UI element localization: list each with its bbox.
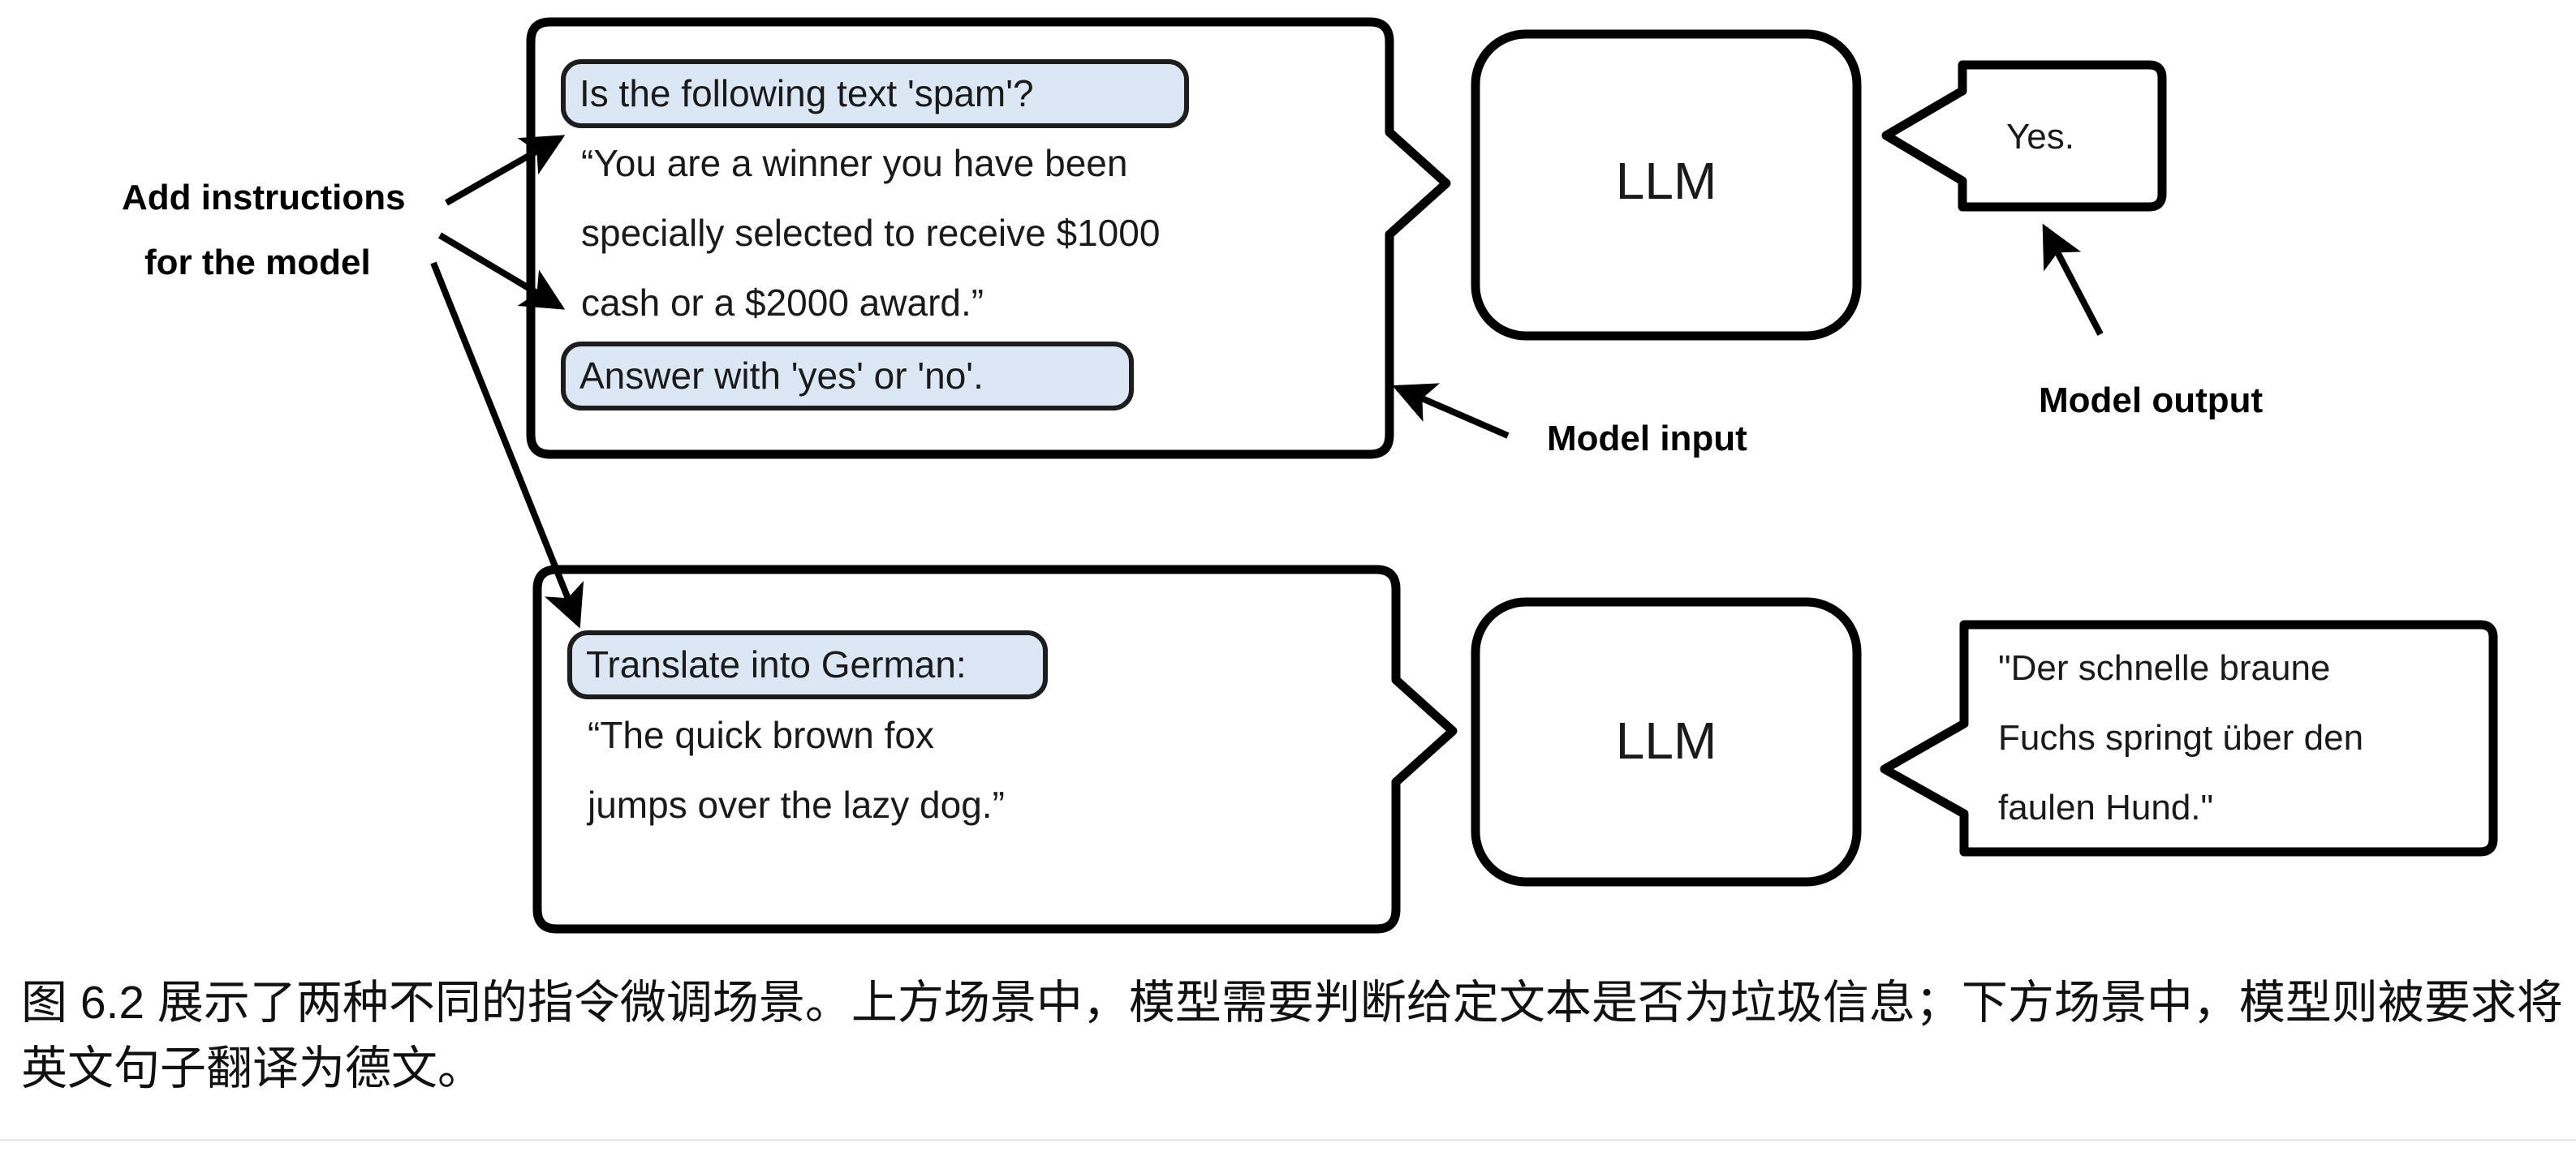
llm-box-1: LLM [1471, 29, 1862, 341]
instruction-pill-spam-question: Is the following text 'spam'? [561, 59, 1189, 128]
annotation-model-output: Model output [2039, 223, 2263, 420]
instruction-pill-answer-format-label: Answer with 'yes' or 'no'. [579, 355, 984, 397]
arrow-to-answer-format-pill [437, 232, 566, 310]
arrow-model-output [2042, 223, 2104, 336]
annotation-add-instructions: Add instructions for the model [122, 178, 406, 282]
annotation-model-input: Model input [1392, 383, 1747, 458]
figure-caption: 图 6.2 展示了两种不同的指令微调场景。上方场景中，模型需要判断给定文本是否为… [21, 977, 2563, 1094]
instruction-pill-answer-format: Answer with 'yes' or 'no'. [561, 342, 1134, 411]
output-bubble-german: "Der schnelle braune Fuchs springt über … [1880, 620, 2498, 857]
input-body-line-1: “You are a winner you have been [581, 142, 1127, 184]
instruction-pill-spam-question-label: Is the following text 'spam'? [579, 72, 1034, 114]
instruction-pill-translate: Translate into German: [567, 630, 1048, 699]
annotation-add-instructions-line-1: Add instructions [122, 178, 406, 217]
input-body-line-3: cash or a $2000 award.” [581, 282, 984, 324]
output-bubble-german-line-3: faulen Hund." [1998, 788, 2213, 827]
input2-body-line-2: jumps over the lazy dog.” [586, 784, 1005, 826]
output-bubble-german-line-1: "Der schnelle braune [1998, 648, 2330, 688]
arrow-model-input [1392, 383, 1510, 439]
annotation-add-instructions-line-2: for the model [144, 243, 371, 282]
instruction-pill-translate-label: Translate into German: [586, 643, 967, 686]
output-bubble-yes-line-1: Yes. [2006, 117, 2074, 157]
input2-body-line-1: “The quick brown fox [588, 714, 934, 756]
output-bubble-yes: Yes. [1881, 60, 2167, 212]
annotation-model-output-label: Model output [2039, 380, 2263, 420]
arrow-to-translate-pill [430, 261, 584, 629]
input-body-line-2: specially selected to receive $1000 [581, 212, 1160, 254]
llm-box-2-label: LLM [1616, 711, 1717, 770]
llm-box-2: LLM [1471, 597, 1862, 887]
arrow-to-spam-question-pill [445, 135, 566, 206]
llm-box-1-label: LLM [1616, 152, 1717, 210]
output-bubble-german-line-2: Fuchs springt über den [1998, 718, 2363, 758]
bottom-divider [0, 1139, 2576, 1141]
annotation-model-input-label: Model input [1547, 419, 1747, 458]
